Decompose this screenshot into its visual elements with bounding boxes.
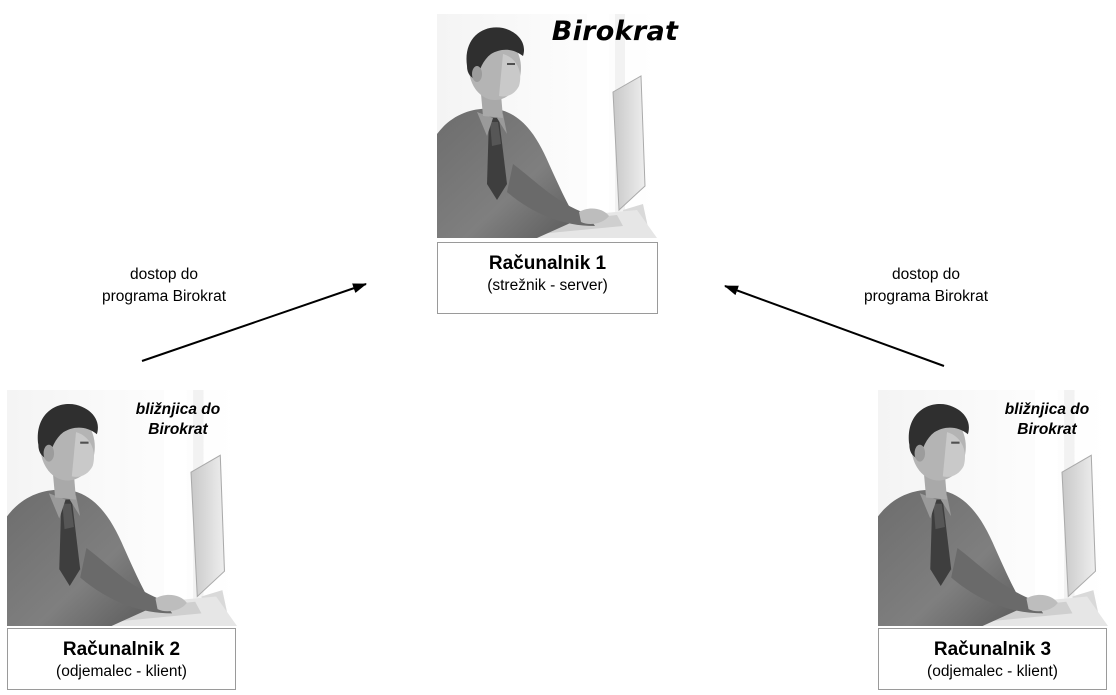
client-left-node: bližnjica do Birokrat Računalnik 2 (odje… [7, 390, 247, 695]
client-right-shortcut-line1: bližnjica do [1004, 401, 1090, 418]
server-subtitle: (strežnik - server) [487, 277, 608, 294]
server-title: Računalnik 1 [488, 253, 607, 274]
client-left-caption: Računalnik 2 (odjemalec - klient) [7, 628, 236, 690]
right-connection-label: dostop do programa Birokrat [816, 264, 1036, 308]
client-right-shortcut-label: bližnjica do Birokrat [982, 400, 1112, 440]
left-connection-label-line2: programa Birokrat [101, 288, 227, 305]
server-node: Birokrat Računalnik 1 (strežnik - server… [437, 14, 684, 316]
left-connection-label-line1: dostop do [129, 266, 199, 283]
client-right-node: bližnjica do Birokrat Računalnik 3 (odje… [878, 390, 1116, 695]
right-connection-label-line2: programa Birokrat [863, 288, 989, 305]
client-left-shortcut-line1: bližnjica do [135, 401, 221, 418]
client-right-subtitle: (odjemalec - klient) [927, 663, 1058, 680]
arrow-right-to-server [724, 285, 945, 367]
server-brand-label: Birokrat [551, 16, 679, 47]
server-caption: Računalnik 1 (strežnik - server) [437, 242, 658, 314]
client-right-shortcut-line2: Birokrat [1017, 421, 1077, 438]
client-right-caption: Računalnik 3 (odjemalec - klient) [878, 628, 1107, 690]
client-right-title: Računalnik 3 [933, 639, 1052, 660]
right-connection-label-line1: dostop do [891, 266, 961, 283]
client-left-subtitle: (odjemalec - klient) [56, 663, 187, 680]
arrow-left-to-server [141, 283, 367, 362]
client-left-shortcut-line2: Birokrat [148, 421, 208, 438]
client-left-title: Računalnik 2 [62, 639, 181, 660]
client-left-shortcut-label: bližnjica do Birokrat [113, 400, 243, 440]
server-person-image [437, 14, 657, 238]
left-connection-label: dostop do programa Birokrat [54, 264, 274, 308]
